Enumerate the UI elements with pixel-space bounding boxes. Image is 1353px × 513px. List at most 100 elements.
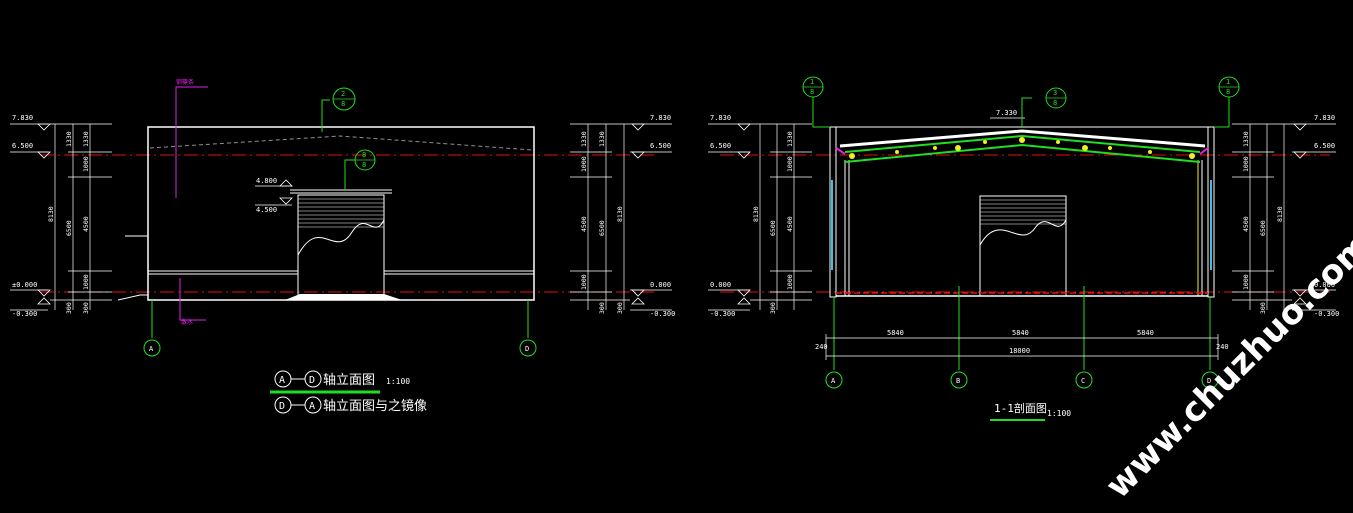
rolling-door-slats (298, 198, 384, 228)
left-ref-num: 1 (810, 78, 814, 86)
dim-6500: 6500 (65, 220, 73, 236)
door-ref-sheet: 8 (362, 161, 366, 169)
section-rolling-door (979, 195, 1067, 297)
section-axis-bubble-B (950, 371, 968, 389)
level-ground-right: 0.000 (650, 281, 671, 289)
door-ref-num: 8 (362, 151, 366, 159)
dim-1000b: 1000 (82, 274, 90, 290)
purlin-leader (175, 86, 208, 198)
section-left-ground: 0.000 (710, 281, 731, 289)
roof-cladding (839, 129, 1206, 148)
right-dimension-lines (570, 123, 630, 310)
section-axis-bubble-D (1201, 371, 1219, 389)
section-left-below: -0.300 (710, 310, 735, 318)
section-title: 1-1剖面图 (994, 401, 1047, 415)
left-elevation: 4.800 4.500 2 8 8 8 钢檩条 散水 A D (10, 78, 675, 357)
section-1-1: 7.330 3 8 1 8 1 8 (708, 76, 1339, 421)
purlin-note: 钢檩条 (176, 78, 194, 86)
door-break-curve (297, 219, 385, 256)
detail-ref-sheet: 8 (341, 100, 345, 108)
edge-right: 240 (1216, 343, 1229, 351)
dim-300a: 300 (65, 302, 73, 314)
section-right-6500: 6500 (1259, 220, 1267, 236)
axis-label-A: A (149, 345, 154, 353)
left-ref-sheet: 8 (810, 88, 814, 96)
axis-label-D: D (525, 345, 529, 353)
dim-1330a: 1330 (65, 131, 73, 147)
rdim-4500: 4500 (580, 216, 588, 232)
section-right-top: 7.830 (1314, 114, 1335, 122)
span-3: 5840 (1137, 329, 1154, 337)
right-ref-num: 1 (1226, 78, 1230, 86)
ridge-ref-sheet: 8 (1053, 99, 1057, 107)
section-right-1000a: 1000 (1242, 156, 1250, 172)
rdim-1000a: 1000 (580, 156, 588, 172)
level-below-right: -0.300 (650, 310, 675, 318)
section-left-1000b: 1000 (786, 274, 794, 290)
rdim-8130: 8130 (616, 206, 624, 222)
section-axis-D: D (1207, 377, 1211, 385)
ridge-level: 7.330 (996, 109, 1017, 117)
rdim-300a: 300 (598, 302, 606, 314)
detail-ref-num: 2 (341, 90, 345, 98)
caption-to-axis: D (309, 375, 315, 386)
section-right-ground: 0.000 (1314, 281, 1335, 289)
entrance-ramp (285, 294, 402, 300)
section-left-4500: 4500 (786, 216, 794, 232)
section-axis-C: C (1081, 377, 1085, 385)
section-left-1000a: 1000 (786, 156, 794, 172)
door-head-level: 4.500 (256, 206, 277, 214)
dim-4500: 4500 (82, 216, 90, 232)
door-top-level: 4.800 (256, 177, 277, 185)
section-left-8130: 8130 (752, 206, 760, 222)
dim-8130: 8130 (47, 206, 55, 222)
section-axis-B: B (956, 377, 960, 385)
left-levels (10, 123, 51, 311)
section-scale: 1:100 (1047, 409, 1071, 418)
right-ref-sheet: 8 (1226, 88, 1230, 96)
section-left-eave: 6.500 (710, 142, 731, 150)
caption-axis-bubble-A2 (304, 396, 322, 414)
left-wall (829, 126, 837, 298)
section-left-1330: 1330 (786, 131, 794, 147)
caption-axis-bubble-D1 (304, 370, 322, 388)
section-axis-bubble-A (825, 371, 843, 389)
section-left-6500: 6500 (769, 220, 777, 236)
rdim-1330b: 1330 (598, 131, 606, 147)
axis-bubble-A (143, 339, 161, 357)
caption-mirror-from: D (279, 401, 285, 412)
section-left-300: 300 (769, 302, 777, 314)
rdim-300b: 300 (616, 302, 624, 314)
apron-leader (179, 278, 206, 321)
level-ground-left: ±0.000 (12, 281, 37, 289)
span-2: 5840 (1012, 329, 1029, 337)
section-right-eave: 6.500 (1314, 142, 1335, 150)
dim-1330b: 1330 (82, 131, 90, 147)
section-right-1000b: 1000 (1242, 274, 1250, 290)
section-axis-A: A (831, 377, 836, 385)
section-axis-lines (833, 286, 1211, 370)
ridge-ref-num: 3 (1053, 89, 1057, 97)
level-top-left: 7.830 (12, 114, 33, 122)
level-eave-right: 6.500 (650, 142, 671, 150)
right-wall (1207, 126, 1215, 298)
level-below-left: -0.300 (12, 310, 37, 318)
section-axis-bubble-C (1075, 371, 1093, 389)
apron-note: 散水 (181, 318, 193, 326)
section-left-top: 7.830 (710, 114, 731, 122)
section-right-below: -0.300 (1314, 310, 1339, 318)
roof-rafter-top (844, 134, 1201, 153)
level-eave-left: 6.500 (12, 142, 33, 150)
watermark: www.chuzhuo.com (1098, 226, 1353, 507)
rdim-1000b: 1000 (580, 274, 588, 290)
edge-left: 240 (815, 343, 828, 351)
section-right-4500: 4500 (1242, 216, 1250, 232)
axis-bubble-D (519, 339, 537, 357)
rdim-6500: 6500 (598, 220, 606, 236)
elevation-captions: A D 轴立面图 1:100 D A 轴立面图与之镜像 (270, 370, 427, 414)
caption-mirror-text: 轴立面图与之镜像 (323, 399, 427, 414)
section-right-1330: 1330 (1242, 131, 1250, 147)
roof-purlins (849, 137, 1195, 159)
caption-from-axis: A (279, 375, 285, 386)
